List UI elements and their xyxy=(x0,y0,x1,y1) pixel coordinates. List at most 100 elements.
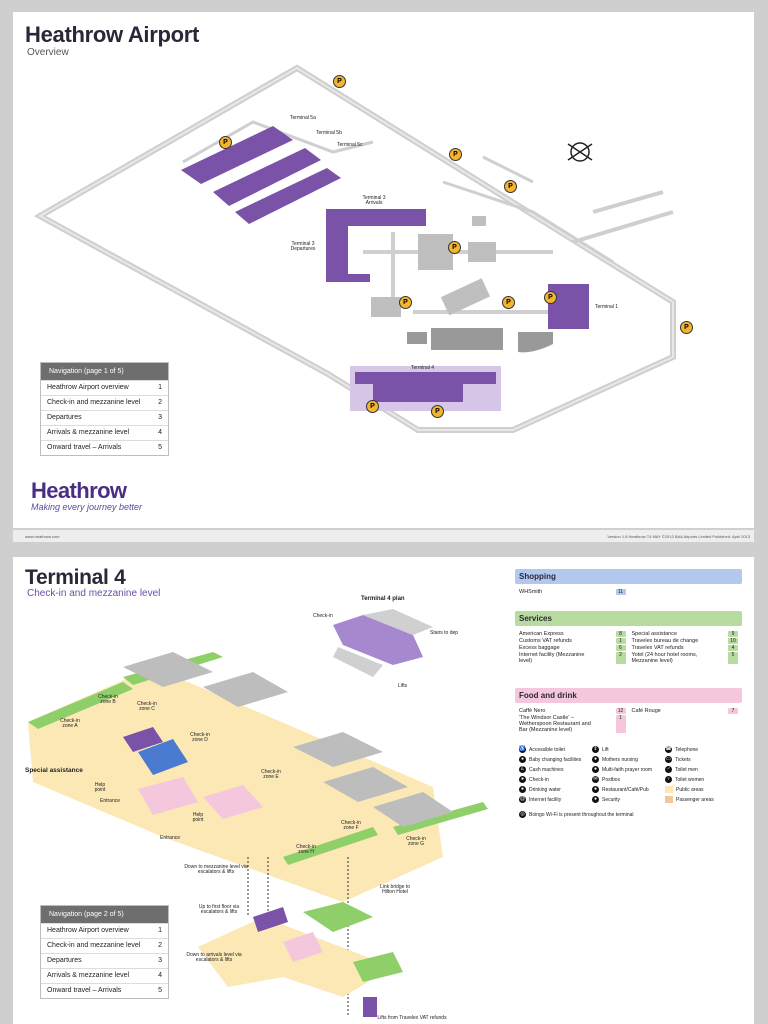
terminal-1-building xyxy=(548,284,589,329)
entrance-label: Entrance xyxy=(160,835,181,841)
entrance-label: Entrance xyxy=(100,798,121,804)
ticket-icon: ▭ xyxy=(665,756,672,763)
public-swatch xyxy=(665,786,673,793)
passenger-swatch xyxy=(665,796,673,803)
down-arrivals-label: Down to arrivals level via escalators & … xyxy=(186,952,242,963)
navigation-box: Navigation (page 1 of 5) Heathrow Airpor… xyxy=(40,362,169,456)
legend-item: @Internet facility xyxy=(519,796,562,803)
zone-h-label: Check-in zone H xyxy=(296,844,316,855)
terminal-4-building xyxy=(355,372,496,384)
parking-icon: P xyxy=(399,296,412,309)
heathrow-logo: Heathrow Making every journey better xyxy=(31,478,143,512)
legend-item: ●Restaurant/Café/Pub xyxy=(592,786,649,793)
page-subtitle: Overview xyxy=(27,47,69,58)
zone-a-label: Check-in zone A xyxy=(60,718,80,729)
legend-item: ✉Postbox xyxy=(592,776,621,783)
legend-item: ●Drinking water xyxy=(519,786,561,793)
men-icon: ♂ xyxy=(665,766,672,773)
terminal-4-page: Terminal 4 Check-in and mezzanine level xyxy=(13,557,754,1024)
legend-item: ●Check-in xyxy=(519,776,549,783)
help-point-label: Help point xyxy=(94,782,106,793)
parking-icon: P xyxy=(333,75,346,88)
zone-b-label: Check-in zone B xyxy=(98,694,118,705)
list-item: 'The Windsor Castle' – Wetherspoon Resta… xyxy=(519,715,626,733)
up-first-floor-label: Up to first floor via escalators & lifts xyxy=(198,904,240,915)
legend-item: ♀Toilet women xyxy=(665,776,705,783)
legend-item: ⇕Lift xyxy=(592,746,609,753)
legend-item: Public areas xyxy=(665,786,738,793)
security-icon: ● xyxy=(592,796,599,803)
plan-stairs-label: Stairs to dep xyxy=(430,630,459,636)
parking-icon: P xyxy=(504,180,517,193)
special-assistance-label: Special assistance xyxy=(25,767,83,774)
navigation-heading: Navigation (page 2 of 5) xyxy=(41,906,168,923)
overview-page: Heathrow Airport Overview xyxy=(13,12,754,528)
down-mezzanine-label: Down to mezzanine level via escalators &… xyxy=(184,864,248,875)
women-icon: ♀ xyxy=(665,776,672,783)
legend-item: Passenger areas xyxy=(665,796,738,803)
water-icon: ● xyxy=(519,786,526,793)
navigation-heading: Navigation (page 1 of 5) xyxy=(41,363,168,380)
parking-icon: P xyxy=(219,136,232,149)
terminal-4-label: Terminal 4 xyxy=(411,365,435,371)
nursing-icon: ● xyxy=(592,756,599,763)
restaurant-icon: ● xyxy=(592,786,599,793)
lift-icon: ⇕ xyxy=(592,746,599,753)
terminal-5b-building xyxy=(213,148,321,206)
cash-icon: £ xyxy=(519,766,526,773)
terminal-3-building xyxy=(326,209,426,282)
airplane-icon xyxy=(567,142,593,162)
list-item: Yotel (24 hour hotel rooms, Mezzanine le… xyxy=(632,652,738,664)
terminal-3-departures-label: Terminal 3 Departures xyxy=(290,241,316,252)
legend-item: ♿Accessible toilet xyxy=(519,746,565,753)
legend: ♿Accessible toilet ⇕Lift ☎Telephone ●Bab… xyxy=(515,740,742,820)
plan-title: Terminal 4 plan xyxy=(361,596,405,602)
page-title: Terminal 4 xyxy=(25,566,126,589)
legend-item: ●Multi-faith prayer room xyxy=(592,766,653,773)
terminal-4-map xyxy=(28,609,488,1017)
baby-icon: ● xyxy=(519,756,526,763)
website-link[interactable]: www.heathrow.com xyxy=(25,534,60,539)
lifts-vat-label: Lifts from Travelex VAT refunds xyxy=(377,1015,447,1021)
airport-overview-map xyxy=(33,64,676,433)
services-heading: Services xyxy=(515,611,742,626)
legend-item: ●Baby changing facilities xyxy=(519,756,582,763)
internet-icon: @ xyxy=(519,796,526,803)
parking-icon: P xyxy=(502,296,515,309)
plan-lifts-label: Lifts xyxy=(398,683,408,689)
help-point-label: Help point xyxy=(192,812,204,823)
zone-g-label: Check-in zone G xyxy=(406,836,426,847)
page-subtitle: Check-in and mezzanine level xyxy=(27,588,161,599)
parking-icon: P xyxy=(449,148,462,161)
shopping-heading: Shopping xyxy=(515,569,742,584)
parking-icon: P xyxy=(431,405,444,418)
parking-icon: P xyxy=(366,400,379,413)
checkin-icon: ● xyxy=(519,776,526,783)
food-heading: Food and drink xyxy=(515,688,742,703)
terminal-5c-label: Terminal 5c xyxy=(337,142,363,148)
legend-item: ☎Telephone xyxy=(665,746,699,753)
zone-d-label: Check-in zone D xyxy=(190,732,210,743)
zone-c-label: Check-in zone C xyxy=(137,701,157,712)
terminal-3-arrivals-label: Terminal 3 Arrivals xyxy=(362,195,386,206)
plan-checkin-label: Check-in xyxy=(313,613,333,619)
zone-f-label: Check-in zone F xyxy=(341,820,361,831)
